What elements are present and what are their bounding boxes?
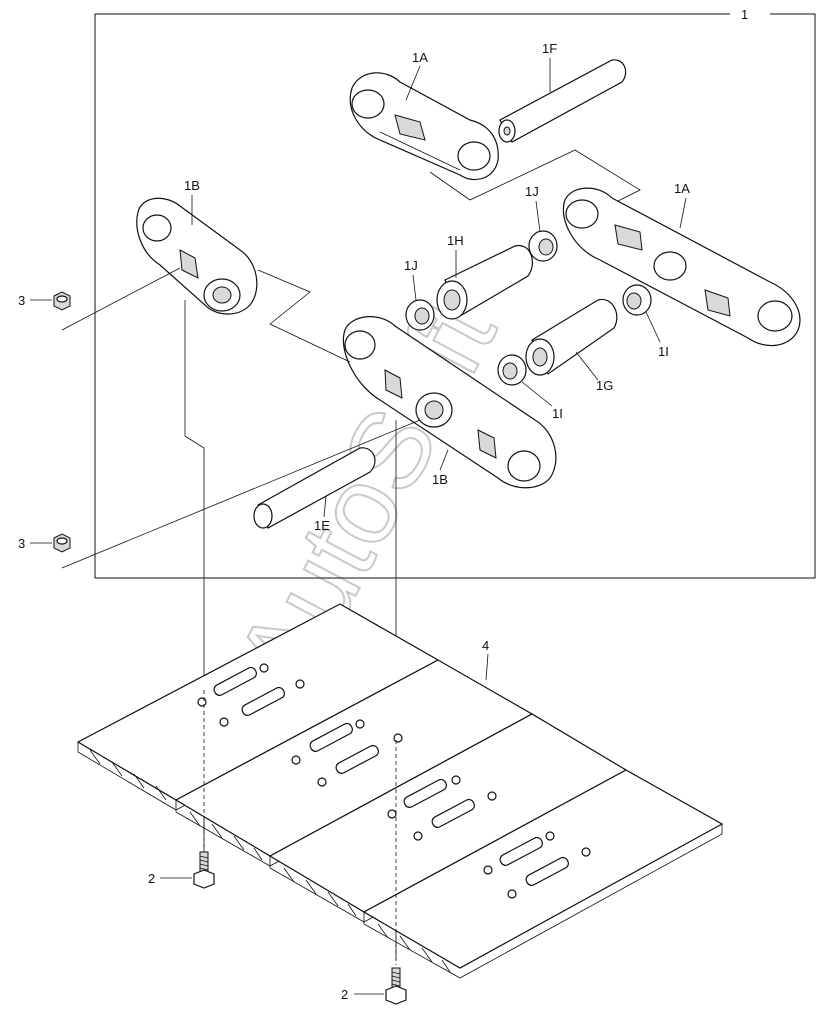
label-1h: 1H <box>447 233 464 248</box>
label-1j-left: 1J <box>404 258 418 273</box>
link-1b-center <box>342 316 557 489</box>
bolt-bottom <box>385 967 407 1005</box>
nut-upper <box>53 291 71 311</box>
label-2-left: 2 <box>148 871 155 886</box>
seal-1i-center <box>497 354 527 386</box>
label-1i-center: 1I <box>552 406 563 421</box>
seal-1j-left <box>405 299 435 331</box>
label-1f: 1F <box>542 41 557 56</box>
pin-1e <box>253 447 376 529</box>
label-1g: 1G <box>596 378 613 393</box>
label-assembly: 1 <box>741 7 748 22</box>
label-4: 4 <box>482 638 489 653</box>
link-1b-left <box>136 197 258 315</box>
label-3-upper: 3 <box>18 293 25 308</box>
bushing-1g <box>525 298 618 376</box>
label-1i-right: 1I <box>658 344 669 359</box>
track-shoes <box>76 603 724 979</box>
bushing-1h <box>436 244 533 320</box>
label-1b-center: 1B <box>432 472 448 487</box>
label-3-lower: 3 <box>18 536 25 551</box>
label-2-bottom: 2 <box>341 987 348 1002</box>
link-1a-top <box>349 72 499 181</box>
label-1b-left: 1B <box>184 178 200 193</box>
nut-lower <box>53 533 71 553</box>
pin-1f <box>498 59 627 143</box>
assembly-frame <box>94 13 816 579</box>
bolt-left <box>193 851 215 889</box>
label-1a-top: 1A <box>412 50 428 65</box>
label-1e: 1E <box>314 518 330 533</box>
label-1a-right: 1A <box>674 181 690 196</box>
label-1j-right: 1J <box>525 184 539 199</box>
seal-1j-right <box>528 230 558 262</box>
seal-1i-right <box>622 284 652 316</box>
link-1a-right <box>562 187 801 347</box>
